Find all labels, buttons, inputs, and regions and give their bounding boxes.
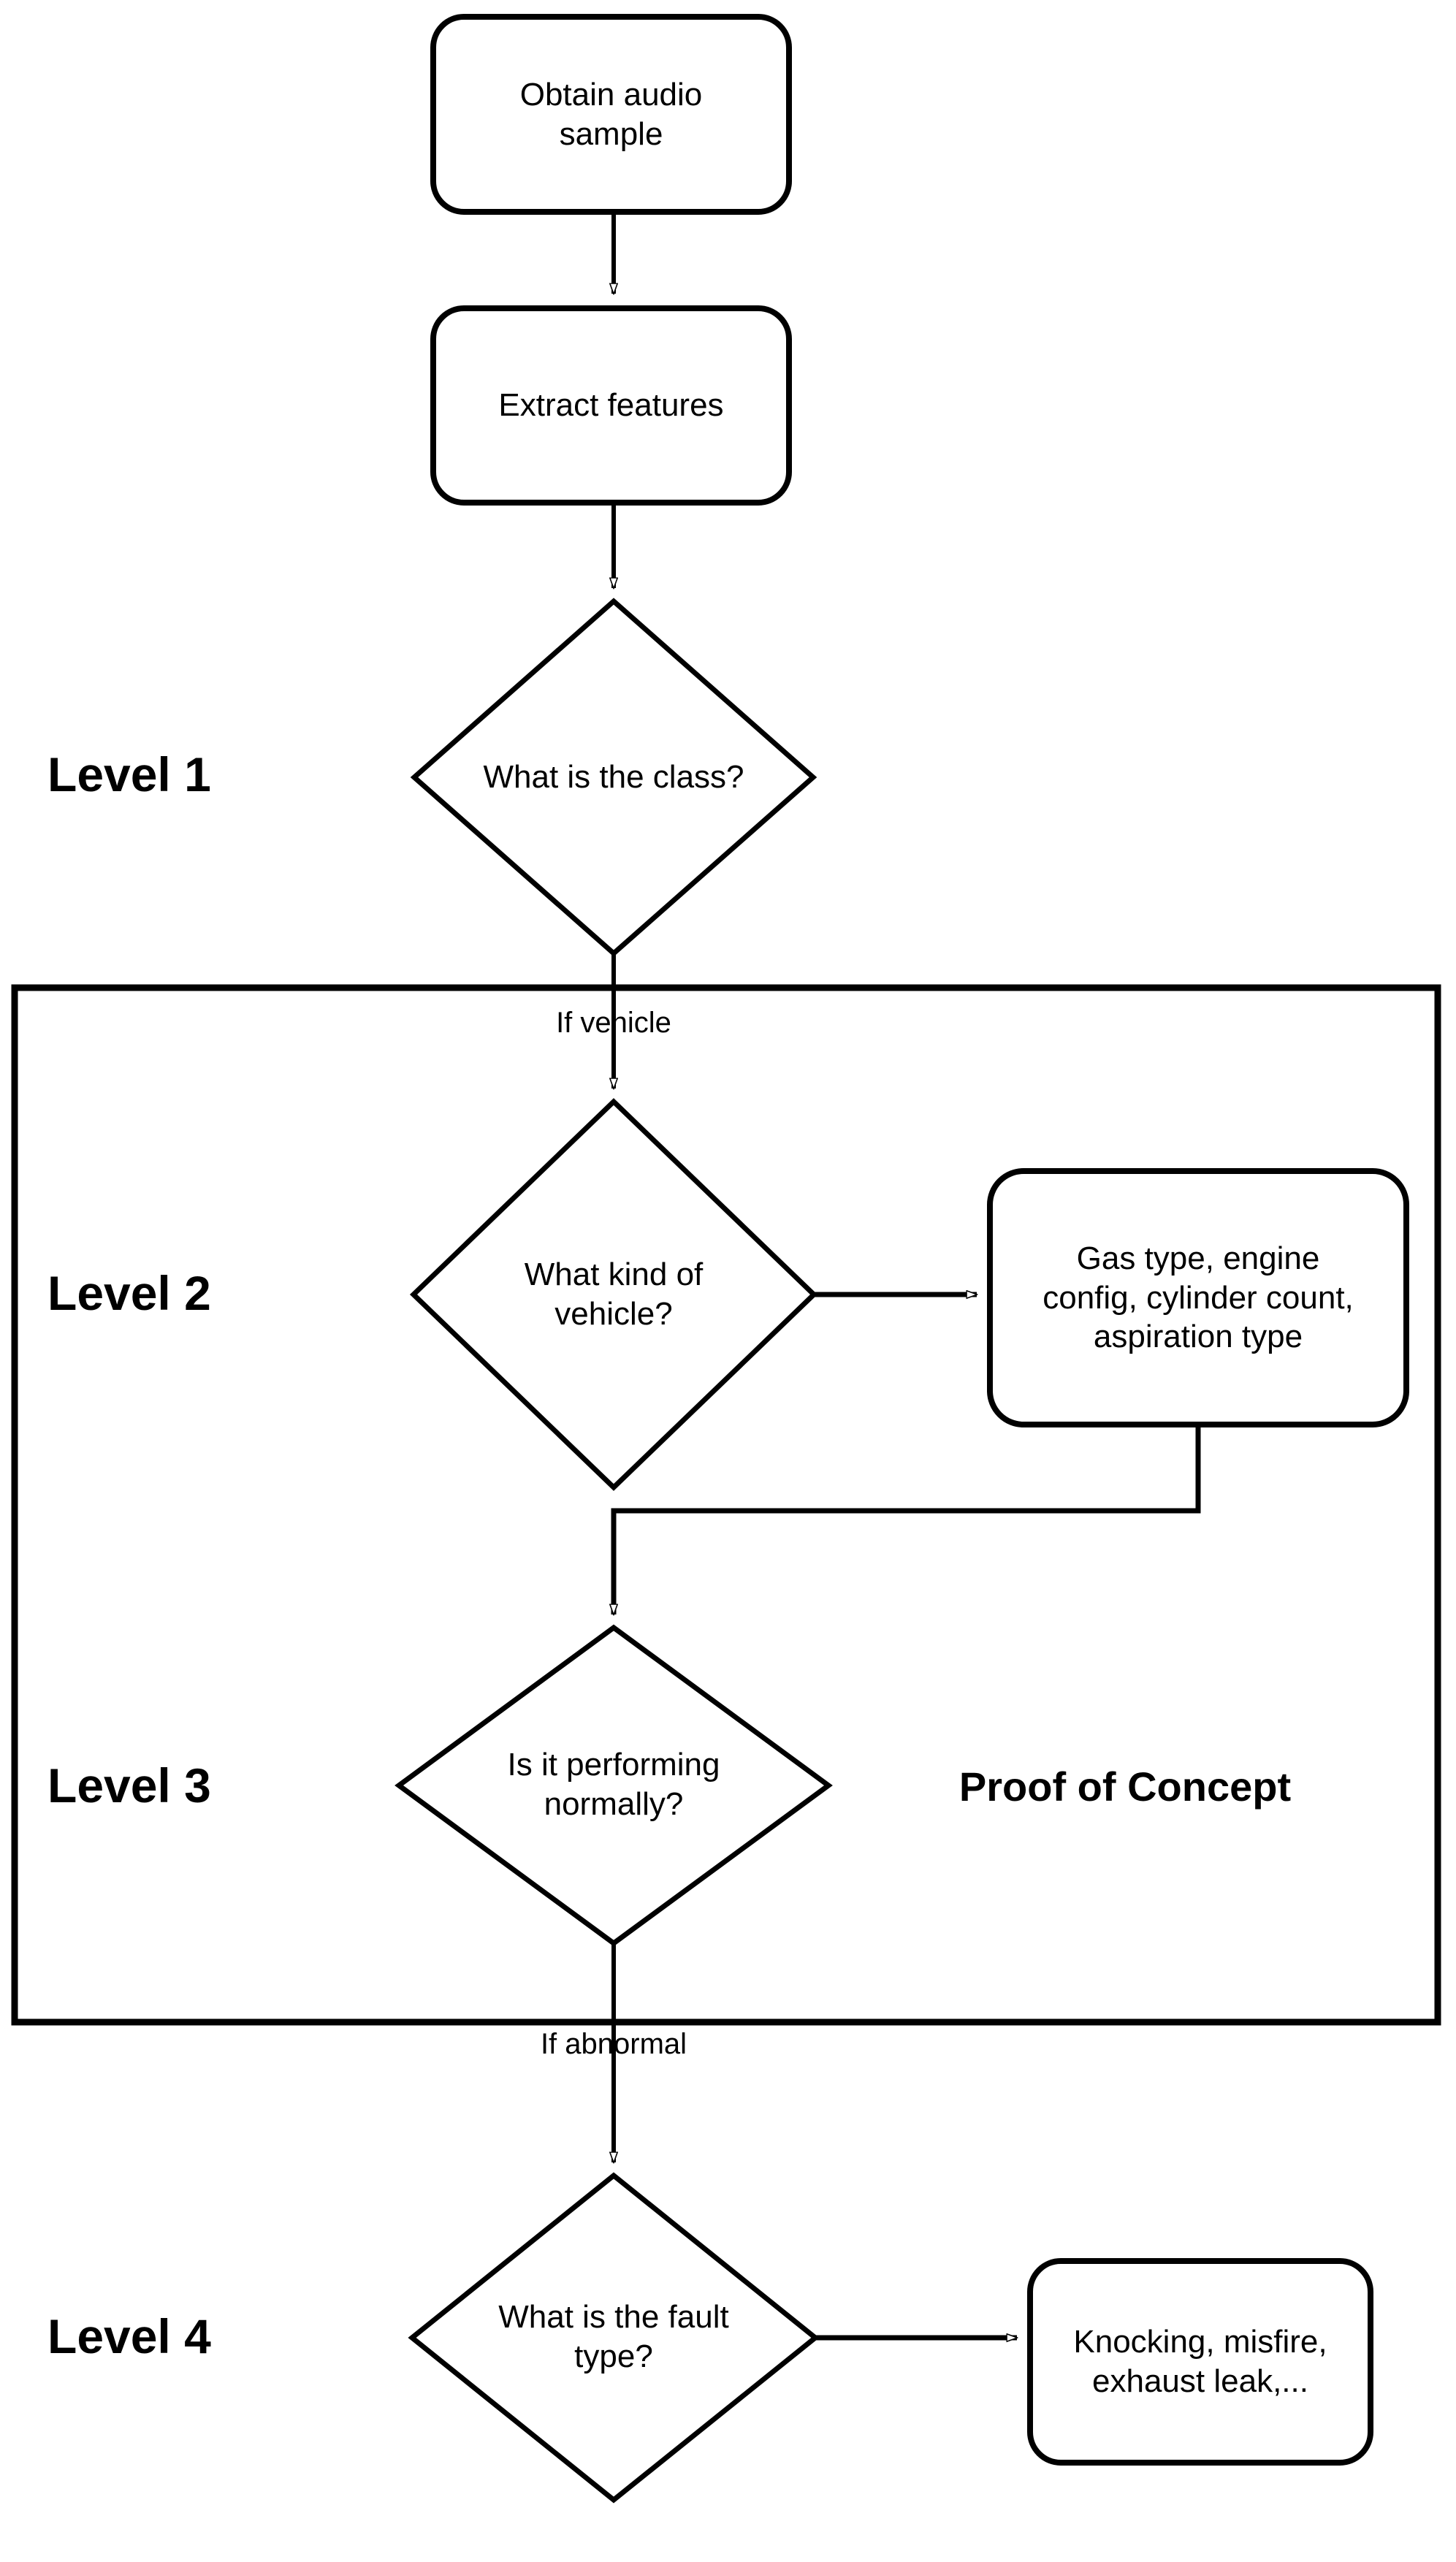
level-label-2: Level 2 <box>47 1266 211 1320</box>
proof-of-concept-group-label: Proof of Concept <box>958 1763 1292 1810</box>
fault-examples-node-shape <box>1027 2258 1373 2466</box>
proof-of-concept-group-box <box>11 984 1441 2026</box>
vehicle-attributes-node-shape <box>987 1168 1409 1427</box>
edge-attributes-to-performing <box>614 1425 1201 1614</box>
edge-label-if-abnormal: If abnormal <box>540 2028 687 2060</box>
fault-type-question-node-shape <box>408 2172 820 2504</box>
edge-label-if-vehicle: If vehicle <box>556 1007 671 1039</box>
class-question-node-shape <box>410 598 817 957</box>
vehicle-kind-question-node-shape <box>409 1098 818 1491</box>
obtain-audio-node-shape <box>430 14 792 215</box>
level-label-1: Level 1 <box>47 747 211 801</box>
level-label-3: Level 3 <box>47 1758 211 1812</box>
level-label-4: Level 4 <box>47 2309 211 2363</box>
extract-features-node-shape <box>430 305 792 506</box>
